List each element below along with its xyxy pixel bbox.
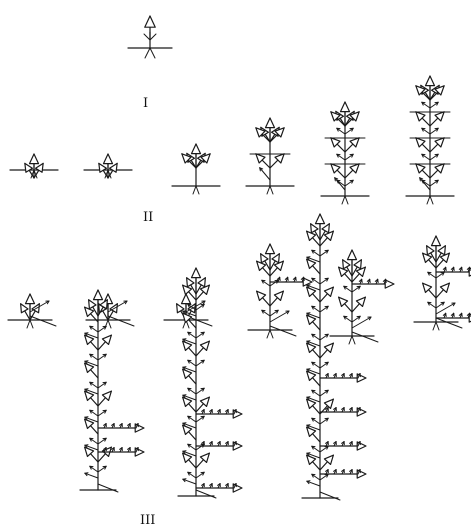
stage-ii-plant-1 bbox=[10, 154, 58, 178]
group-label-ii: II bbox=[143, 211, 153, 224]
stage-ii-plant-6 bbox=[406, 76, 454, 204]
stage-ii-plant-3 bbox=[172, 144, 220, 194]
stage-ii-plant-5 bbox=[321, 102, 369, 204]
stage-ii-plant-4 bbox=[246, 118, 294, 194]
stage-iii-plant-1 bbox=[8, 294, 56, 328]
stage-iii-plant-5 bbox=[330, 250, 394, 344]
group-label-i: I bbox=[143, 97, 148, 110]
stage-iii-plant-3 bbox=[164, 294, 212, 328]
stage-iii-plant-9 bbox=[302, 214, 366, 500]
seedling-stage-1 bbox=[128, 16, 172, 58]
stage-iii-plant-6 bbox=[414, 236, 471, 330]
group-label-iii: III bbox=[140, 514, 155, 527]
stage-ii-plant-2 bbox=[84, 154, 132, 178]
stage-iii-plant-4 bbox=[248, 244, 312, 338]
